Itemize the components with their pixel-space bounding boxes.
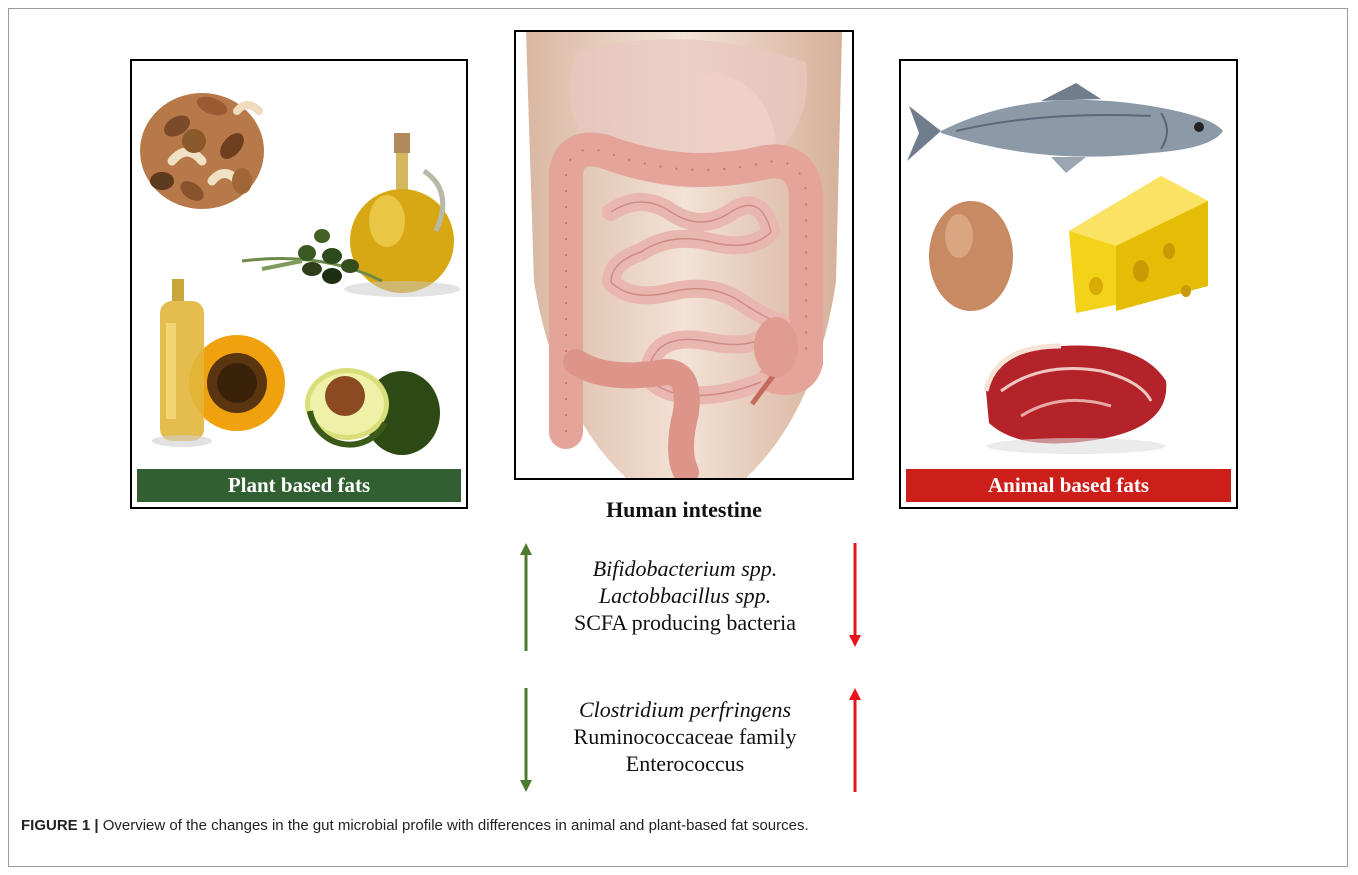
bacteria-line: Enterococcus xyxy=(540,750,830,777)
bacteria-line: Lactobbacillus spp. xyxy=(540,582,830,609)
caption-label: FIGURE 1 | xyxy=(21,817,99,834)
bacteria-line: Bifidobacterium spp. xyxy=(540,555,830,582)
animal-fats-label: Animal based fats xyxy=(906,469,1231,502)
plant-increase-arrow-icon xyxy=(517,543,535,653)
nuts-icon xyxy=(140,93,264,209)
animal-decrease-arrow-icon xyxy=(846,543,864,648)
plant-fats-panel: Plant based fats xyxy=(130,59,468,509)
bacteria-line: SCFA producing bacteria xyxy=(540,609,830,636)
sunflower-oil-icon xyxy=(152,279,285,447)
egg-icon xyxy=(929,201,1013,311)
bacteria-line: Ruminococcaceae family xyxy=(540,723,830,750)
bacteria-group-1: Bifidobacterium spp. Lactobbacillus spp.… xyxy=(540,555,830,636)
animal-fats-panel: Animal based fats xyxy=(899,59,1238,509)
caption-text: Overview of the changes in the gut micro… xyxy=(103,817,809,834)
cheese-icon xyxy=(1069,176,1208,313)
avocado-icon xyxy=(305,368,440,455)
meat-icon xyxy=(986,345,1166,454)
animal-foods-illustration xyxy=(901,61,1236,507)
bacteria-group-2: Clostridium perfringens Ruminococcaceae … xyxy=(540,696,830,777)
fish-icon xyxy=(907,83,1223,173)
plant-fats-label: Plant based fats xyxy=(137,469,461,502)
bacteria-line: Clostridium perfringens xyxy=(540,696,830,723)
plant-decrease-arrow-icon xyxy=(517,688,535,793)
intestine-panel xyxy=(514,30,854,480)
plant-foods-illustration xyxy=(132,61,466,507)
animal-increase-arrow-icon xyxy=(846,688,864,793)
intestine-title: Human intestine xyxy=(514,497,854,523)
intestine-illustration xyxy=(516,32,852,478)
figure-caption: FIGURE 1 | Overview of the changes in th… xyxy=(21,817,1321,834)
